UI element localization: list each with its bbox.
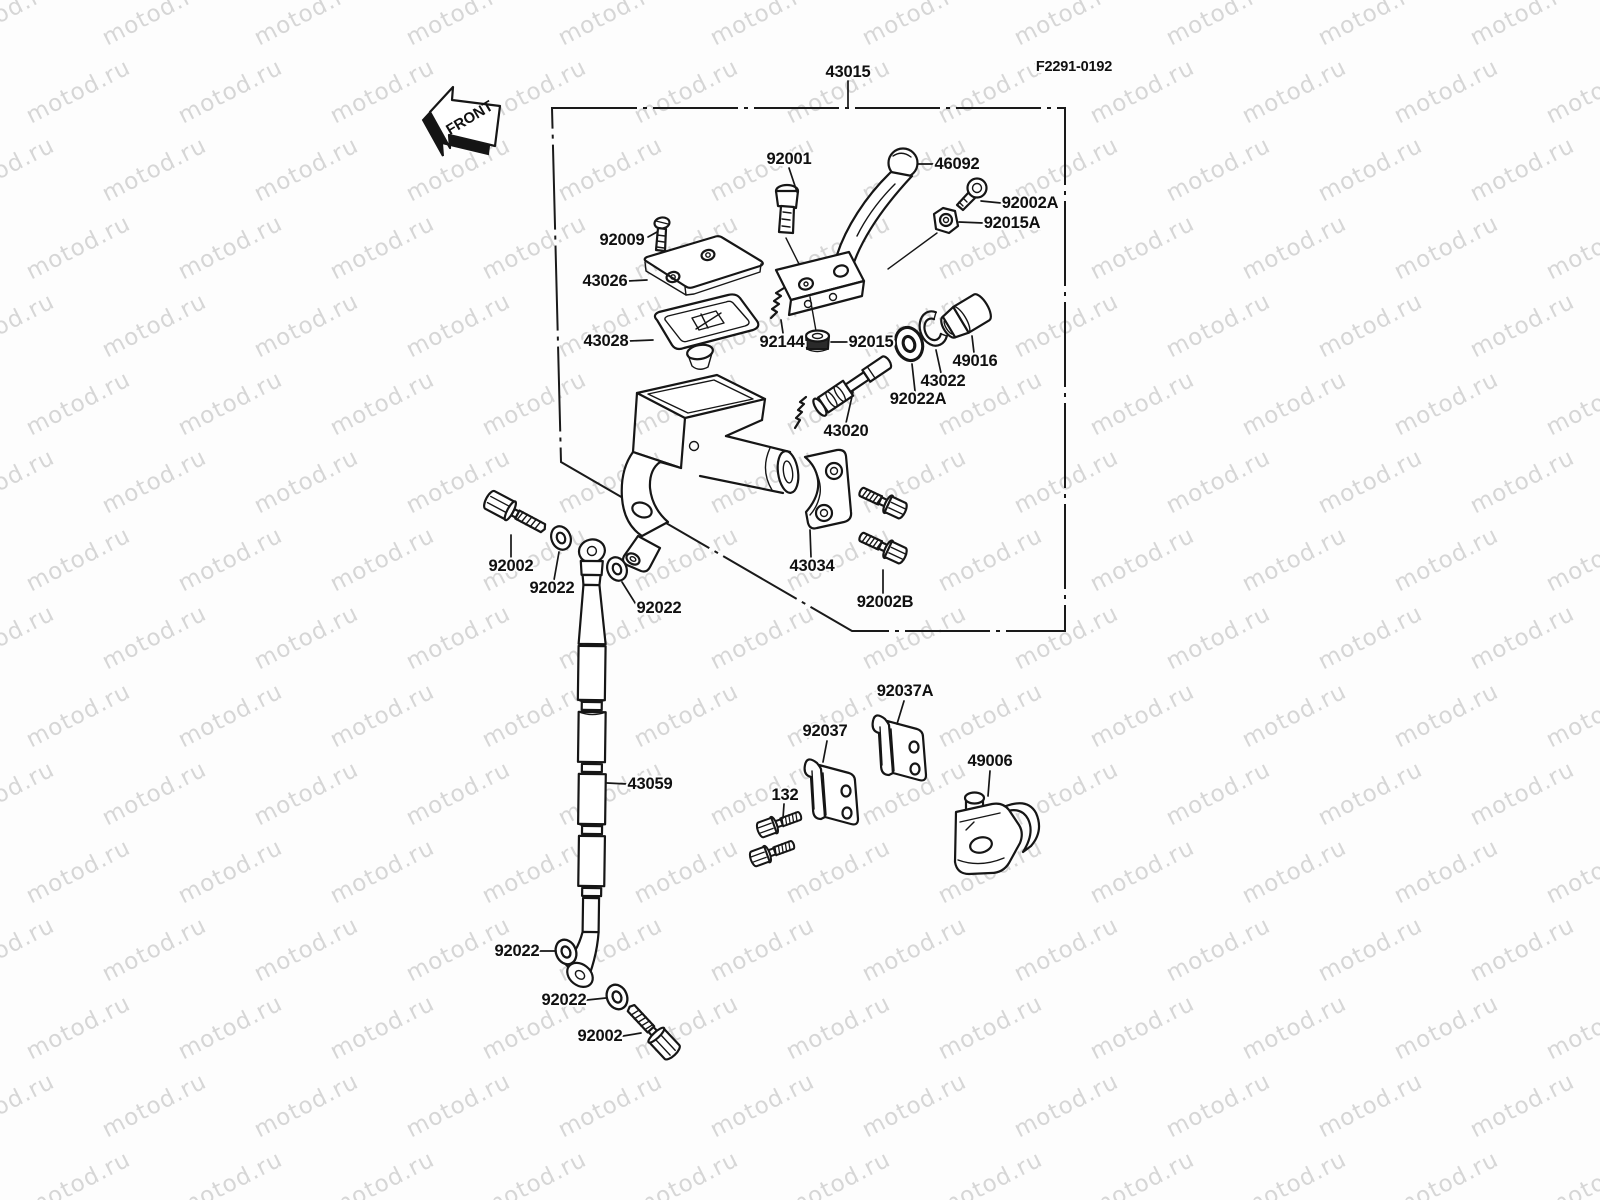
leader-line (627, 279, 648, 282)
part-number-label: 43020 (824, 422, 869, 440)
leader-line (809, 529, 812, 558)
part-number-label: 92002 (489, 557, 534, 575)
part-number-label: 92144 (760, 333, 806, 351)
cap-screw-drawing (653, 216, 671, 253)
part-number-label: 43028 (584, 332, 629, 350)
part-number-label: 43059 (628, 775, 673, 793)
clamp-bolt-2-drawing (855, 526, 911, 567)
part-number-label: 43015 (826, 63, 871, 81)
leader-line (958, 221, 984, 224)
part-number-label: 92015 (849, 333, 894, 351)
part-number-label: 46092 (935, 155, 980, 173)
assembly-boundary (550, 107, 1066, 632)
leader-line (586, 997, 607, 1001)
master-cylinder-body-drawing (620, 373, 800, 573)
lever-nut-drawing (932, 206, 960, 235)
bracket-bolt-2-drawing (746, 835, 798, 870)
leader-line (987, 770, 991, 797)
dust-cover-drawing (940, 293, 992, 339)
part-number-label: 92022 (637, 599, 682, 617)
leader-line (621, 581, 638, 607)
part-number-label: 92015A (984, 214, 1041, 232)
piston-drawing (793, 355, 893, 430)
part-number-label: 43026 (583, 272, 628, 290)
leader-line (896, 700, 905, 725)
part-number-label: 92037 (803, 722, 848, 740)
part-number-label: 132 (772, 786, 799, 804)
part-number-label: 92002 (578, 1027, 623, 1045)
hose-bracket-a-drawing (871, 714, 928, 782)
leader-line (911, 363, 916, 392)
part-number-label: 92009 (600, 231, 645, 249)
upper-banjo-bolt-drawing (480, 487, 551, 540)
leader-line (782, 803, 785, 819)
leader-line (935, 349, 942, 374)
handlebar-clamp-drawing (803, 448, 853, 530)
leader-line (780, 319, 784, 334)
leader-line (971, 335, 975, 354)
part-number-label: 43034 (790, 557, 836, 575)
brake-hose-drawing (564, 538, 607, 988)
leader-line (822, 740, 828, 763)
part-number-label: 49016 (953, 352, 998, 370)
drawing-code-label: F2291-0192 (1036, 59, 1112, 75)
adjuster-screw-drawing (955, 177, 988, 212)
part-number-label: 92002B (857, 593, 914, 611)
leader-line (845, 391, 854, 424)
circlip-drawing (918, 310, 948, 347)
part-number-label: 92022A (890, 390, 947, 408)
part-number-label: 92022 (530, 579, 575, 597)
part-number-label: 92022 (495, 942, 540, 960)
leader-line (553, 551, 560, 581)
part-labels-layer: 43015 F2291-0192 92001 46092 92002A 92015A 920… (487, 57, 1115, 1047)
leader-line (628, 339, 654, 342)
leader-line (980, 200, 1002, 204)
leader-line (788, 167, 798, 193)
leader-lines-layer (510, 80, 1002, 1037)
hose-bracket-drawing (803, 758, 860, 826)
spring-drawing (769, 286, 786, 320)
bracket-bolt-1-drawing (753, 806, 805, 841)
part-number-label: 92037A (877, 682, 934, 700)
part-number-label: 92022 (542, 991, 587, 1009)
piston-boot-drawing (804, 329, 831, 353)
pivot-bolt-drawing (774, 183, 801, 267)
washer-lower-2-drawing (601, 980, 633, 1014)
reservoir-cap-drawing (643, 235, 764, 296)
hose-joint-drawing (953, 791, 1041, 876)
part-number-label: 49006 (968, 752, 1013, 770)
washer-upper-1-drawing (546, 522, 576, 554)
washer-92022a-drawing (889, 322, 929, 366)
diaphragm-drawing (653, 293, 760, 370)
front-arrow: FRONT (421, 85, 502, 157)
brake-lever-drawing (774, 147, 938, 332)
part-number-label: 92001 (767, 150, 812, 168)
leader-line (622, 1032, 642, 1037)
lower-banjo-bolt-drawing (620, 998, 684, 1064)
leader-line (647, 231, 658, 238)
part-number-label: 92002A (1002, 194, 1059, 212)
part-number-label: 43022 (921, 372, 966, 390)
leader-line (606, 782, 628, 785)
clamp-bolt-1-drawing (855, 481, 911, 522)
